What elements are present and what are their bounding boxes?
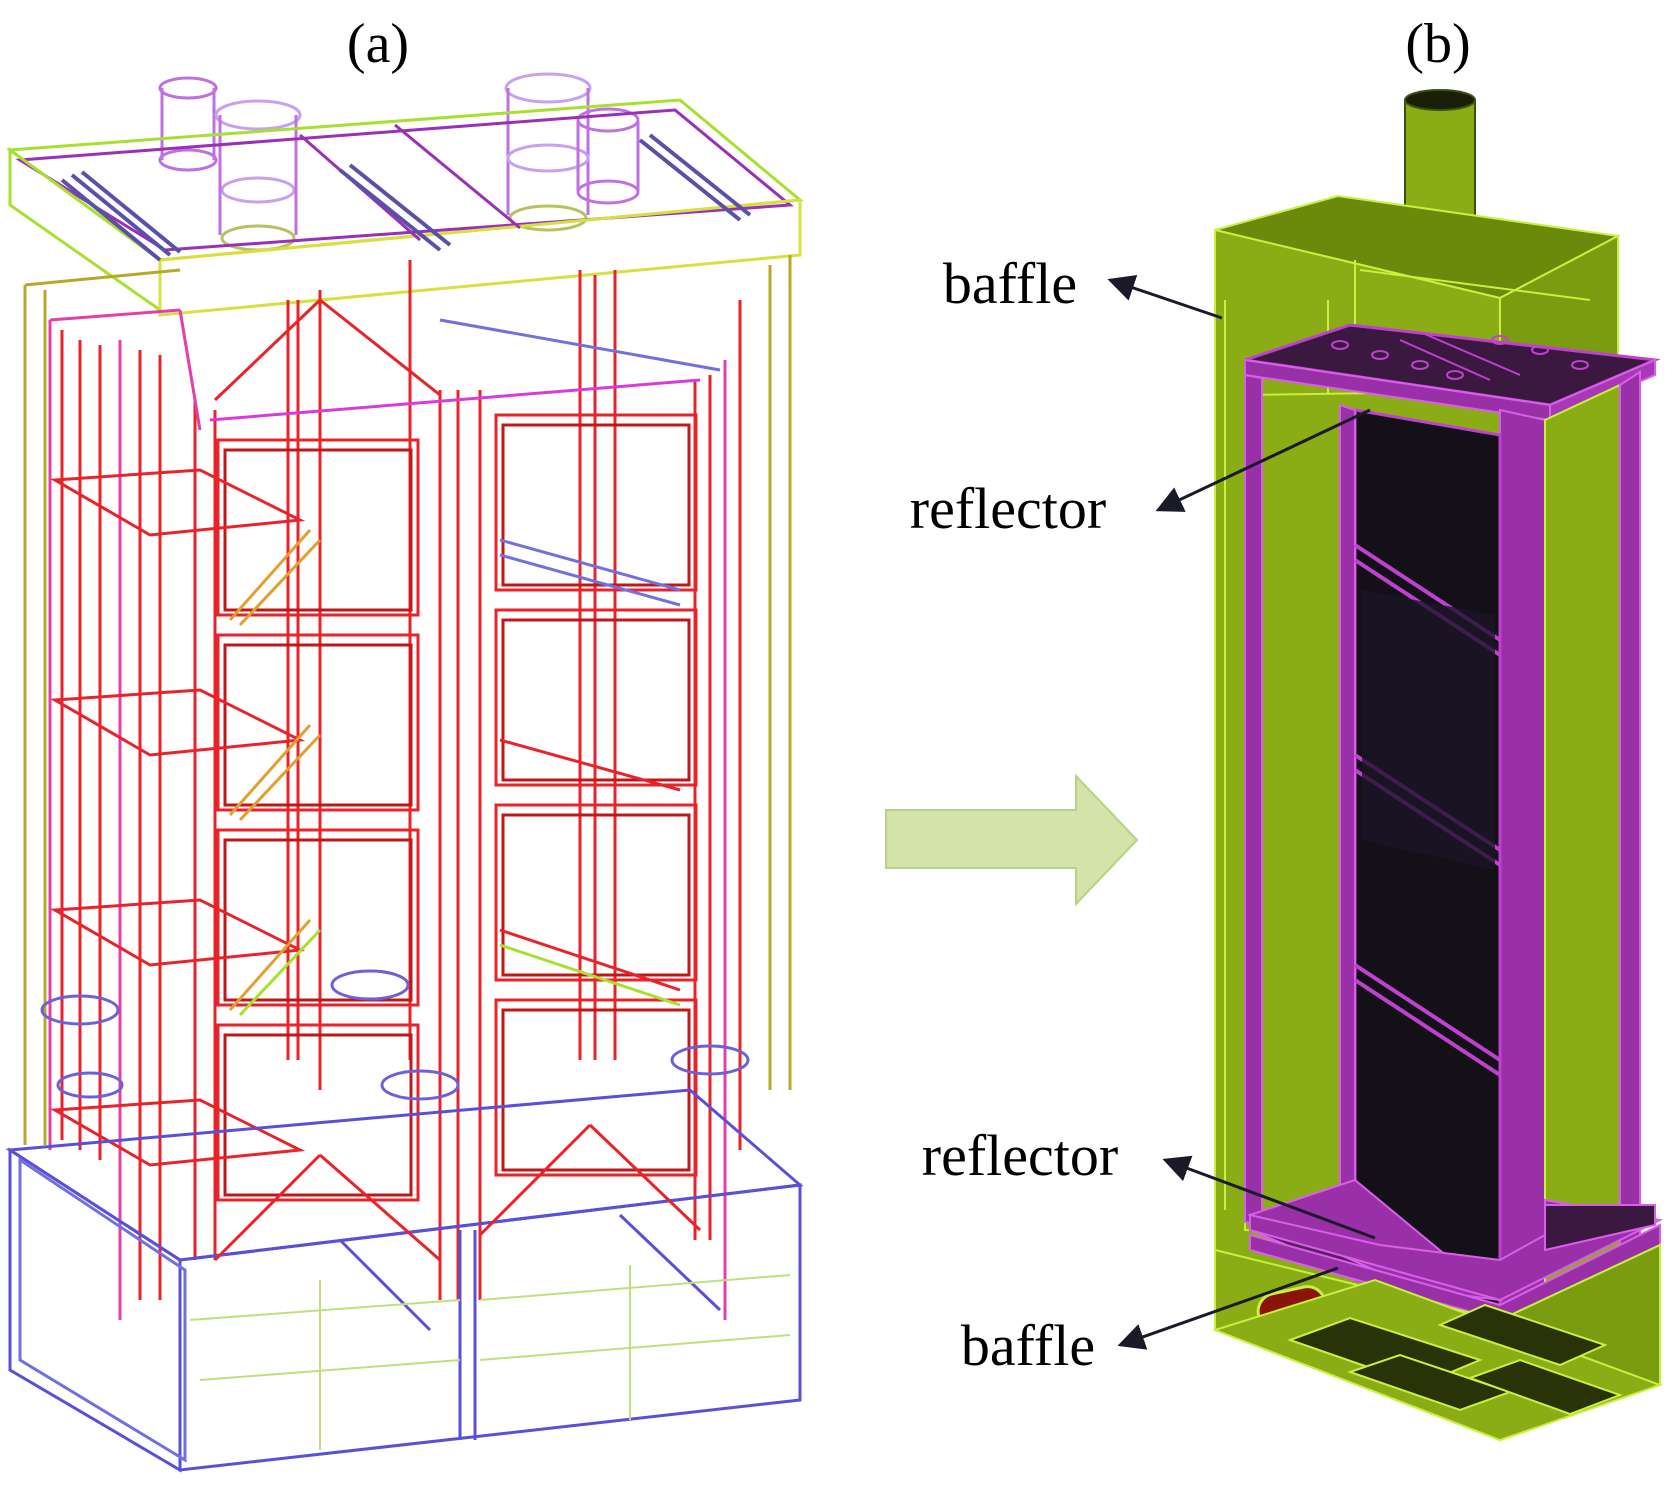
leader-bottom-baffle xyxy=(1117,1266,1339,1350)
top-pipe-flanges xyxy=(158,72,640,252)
solid-model xyxy=(1211,89,1664,1442)
bottom-grille xyxy=(1211,1278,1663,1442)
leader-top-baffle xyxy=(1107,275,1223,320)
baffle-holes xyxy=(1331,331,1589,381)
reflector-post-right xyxy=(1499,408,1546,1332)
outer-frame xyxy=(23,255,792,1145)
base-frame xyxy=(5,1088,804,1473)
leader-top-reflector xyxy=(1155,408,1371,512)
wireframe-assembly xyxy=(5,72,804,1473)
panel-b-label: (b) xyxy=(1405,13,1470,75)
callout-bottom-baffle: baffle xyxy=(961,1313,1095,1378)
right-window-frames xyxy=(494,413,698,1177)
bottom-convergence xyxy=(213,298,702,1262)
top-ribbed-bars xyxy=(60,133,752,262)
diagonal-braces xyxy=(228,529,322,1017)
right-braces xyxy=(439,318,721,1007)
reflector-post-left xyxy=(1244,373,1263,1227)
callout-top-baffle: baffle xyxy=(943,251,1077,316)
top-frame xyxy=(5,98,804,317)
bottom-rings xyxy=(40,969,750,1101)
left-shelves xyxy=(50,468,306,1167)
left-window-frames xyxy=(216,438,420,1202)
leader-bottom-reflector xyxy=(1162,1155,1376,1240)
magenta-frame xyxy=(48,308,727,1320)
panel-a-label: (a) xyxy=(347,13,409,75)
transition-arrow xyxy=(885,773,1139,907)
callout-bottom-reflector: reflector xyxy=(922,1123,1118,1188)
callout-top-reflector: reflector xyxy=(910,476,1106,541)
base-lime-grid xyxy=(189,1265,791,1450)
